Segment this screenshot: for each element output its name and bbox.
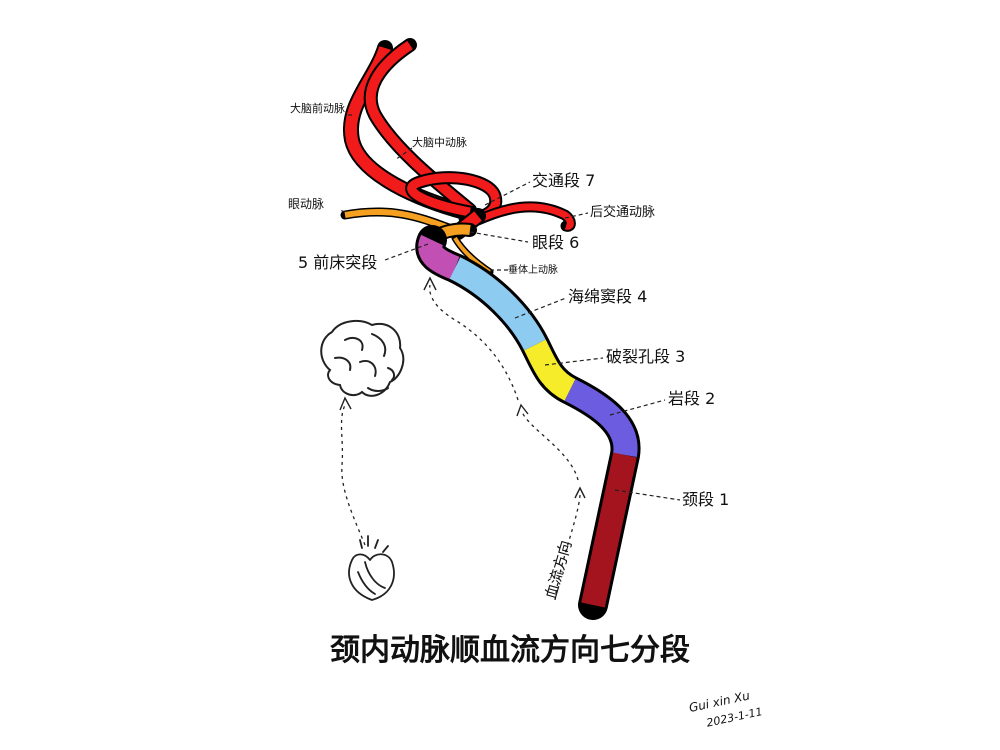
leader-lines	[339, 114, 681, 501]
heart-outline	[348, 553, 395, 601]
petrous-segment-2	[564, 379, 638, 457]
signature: Gui xin Xu 2023-1-11	[688, 688, 764, 729]
label-seg7: 交通段 7	[532, 171, 595, 190]
cervical-segment-1	[581, 452, 637, 608]
cavernous-segment-4	[449, 257, 546, 351]
terminal-branches	[342, 38, 576, 240]
brain-outline	[320, 319, 405, 397]
blood-flow-arrow: 血流方向	[423, 276, 586, 601]
label-seg2: 岩段 2	[668, 389, 715, 408]
heart-brain-arrow	[339, 396, 366, 546]
heart-sketch	[348, 535, 395, 601]
lacerum-segment-3	[524, 339, 576, 401]
label-aca: 大脑前动脉	[290, 101, 345, 115]
label-seg6: 眼段 6	[532, 233, 579, 252]
ica-trunk	[415, 225, 641, 620]
brain-sketch	[320, 319, 405, 397]
clinoid-segment-5	[418, 234, 460, 280]
label-pcom: 后交通动脉	[590, 204, 655, 220]
label-seg5: 5 前床突段	[298, 253, 377, 272]
label-sha: 垂体上动脉	[508, 263, 558, 276]
label-seg1: 颈段 1	[682, 490, 729, 509]
label-ophthalmic-artery: 眼动脉	[288, 196, 324, 211]
label-seg4: 海绵窦段 4	[568, 287, 647, 306]
label-seg3: 破裂孔段 3	[606, 347, 685, 366]
segment-labels: 大脑前动脉 大脑中动脉 眼动脉 交通段 7 后交通动脉 眼段 6 5 前床突段 …	[288, 101, 729, 509]
flow-direction-label: 血流方向	[542, 538, 576, 601]
diagram-title: 颈内动脉顺血流方向七分段	[330, 633, 690, 668]
label-mca: 大脑中动脉	[412, 135, 467, 149]
